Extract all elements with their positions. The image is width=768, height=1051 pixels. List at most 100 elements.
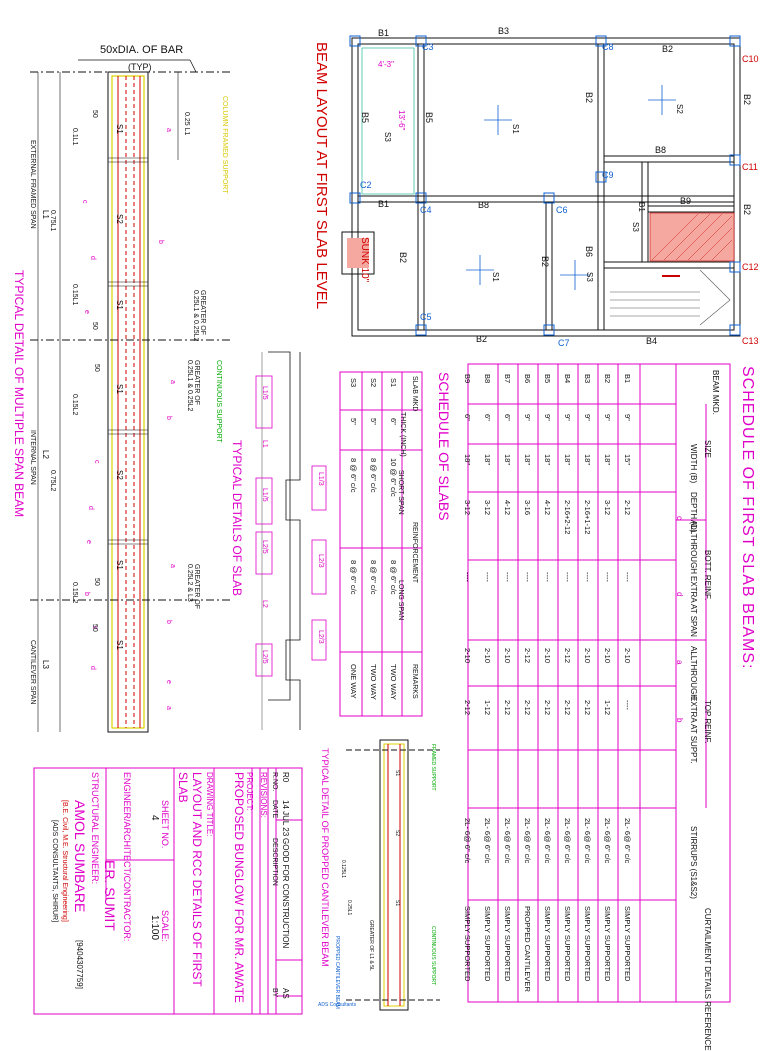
beam-row-b6-ref: PROPPED CANTILEVER: [523, 906, 532, 992]
beam-row-b1-ref: SIMPLY SUPPORTED: [623, 906, 632, 982]
beam-label-b2f: B2: [398, 252, 408, 264]
sunk-hatch-lines: [651, 213, 733, 261]
beam-row-b3-ref: SIMPLY SUPPORTED: [583, 906, 592, 982]
beam-row-b6-d: 18": [523, 454, 532, 466]
cont-support-note: CONTINUOUS SUPPORT: [215, 360, 222, 443]
beam-row-b6-mark: B6: [523, 374, 532, 384]
hdr-extra-span: EXTRA AT SPAN: [689, 576, 698, 637]
col-c5: C5: [420, 312, 432, 322]
multi-span-dims: [37, 72, 179, 732]
slab-row-s1-short: 10 @ 6" c/c: [389, 458, 398, 497]
propped-label: S2: [394, 830, 400, 837]
propped-label: PROPPED CANTILEVER BEAM: [334, 936, 340, 1009]
col-c13: C13: [742, 336, 759, 346]
beam-label-b2d: B2: [742, 94, 752, 106]
slab-row-s2-mark: S2: [369, 378, 378, 388]
beam-row-b9-top: 2-10: [463, 648, 472, 664]
dim-4-3: 4'-3": [378, 60, 394, 69]
slab-row-s3-thick: 5": [349, 418, 358, 425]
beam-row-b6-stir: 2L- 6@ 6" c/c: [523, 818, 532, 864]
beam-row-b7-ref: SIMPLY SUPPORTED: [503, 906, 512, 982]
firm: [ADS CONSULTANTS, SHIRUR]: [51, 820, 58, 923]
propped-cantilever-beam: [346, 739, 440, 1011]
beam-row-b3-stir: 2L- 6@ 6" c/c: [583, 818, 592, 864]
hdr-bott: BOTT. REINF.: [703, 550, 712, 601]
beam-label-b8b: B8: [478, 200, 490, 210]
beam-row-b7-ext: ----: [503, 572, 512, 582]
beam-label-b5b: B5: [424, 112, 434, 124]
multi-span-callout: a: [165, 128, 172, 132]
col-c2: C2: [360, 180, 372, 190]
propped-label: GREATER OF L1 & 5L: [368, 920, 374, 971]
beam-row-b8-stir: 2L- 6@ 6" c/c: [483, 818, 492, 864]
greater-note-3: GREATER OF 0.25L2 & L3: [186, 564, 200, 609]
bar-note: 50xDIA. OF BAR: [100, 44, 184, 56]
beam-label-b6: B6: [584, 246, 594, 258]
rev-head-desc: DESCRIPTION: [271, 838, 278, 886]
slab-mark-s1b: S1: [491, 272, 500, 282]
beam-row-b8-mark: B8: [483, 374, 492, 384]
slab-schedule-grid: [339, 371, 423, 717]
propped-label: S1: [394, 770, 400, 777]
col-c7: C7: [558, 338, 570, 348]
hdr-width: WIDTH (B): [689, 444, 698, 484]
multi-span-dim: 0.15L2: [71, 582, 78, 604]
propped-label: 0.25L1: [346, 900, 352, 916]
slab-mark-s1: S1: [511, 124, 520, 134]
slab-detail-label: L2: [261, 600, 268, 608]
sunk-legend-hatch: [347, 238, 369, 268]
slab-row-s3-short: 8 @ 6" c/c: [349, 458, 358, 493]
col-c12: C12: [742, 262, 759, 272]
beam-row-b8-ref: SIMPLY SUPPORTED: [483, 906, 492, 982]
beam-row-b5-bot: 4-12: [543, 500, 552, 516]
multi-span-callout: d: [89, 256, 96, 260]
beam-row-b4-ref: SIMPLY SUPPORTED: [563, 906, 572, 982]
beam-row-b7-mark: B7: [503, 374, 512, 384]
beam-row-b2-ref: SIMPLY SUPPORTED: [603, 906, 612, 982]
multi-span-dim: 0.75L2: [49, 470, 56, 492]
slab-detail-label: L1/3: [317, 472, 324, 486]
multi-span-callout: e: [83, 310, 90, 314]
col-c3: C3: [422, 42, 434, 52]
multi-span-stirrup-mark: S1: [115, 384, 124, 394]
beam-row-b1-bot: 2-12: [623, 500, 632, 516]
columns: [349, 35, 741, 336]
hdr-extra-supt: EXTRA AT SUPPT.: [689, 696, 698, 764]
multi-span-dim: 0.15L2: [71, 394, 78, 416]
slab-row-s3-mark: S3: [349, 378, 358, 388]
slab-row-s1-rem: TWO WAY: [389, 664, 398, 700]
beam-row-b8-top: 2-10: [483, 648, 492, 664]
slab-row-s1-mark: S1: [389, 378, 398, 388]
multi-span-dim: 0.25 L1: [183, 112, 190, 136]
beam-row-b3-ext: ----: [583, 572, 592, 582]
hdr-top: TOP REINF.: [703, 700, 712, 744]
multi-span-callout: d: [87, 506, 94, 510]
phone: [9404307759]: [75, 940, 84, 989]
slab-hdr-thick: THICK (INCH): [399, 412, 406, 457]
beam-row-b9-ref: SIMPLY SUPPORTED: [463, 906, 472, 982]
propped-label: S1: [394, 900, 400, 907]
multi-span-callout: b: [83, 592, 90, 596]
beam-row-b4-d: 18": [563, 454, 572, 466]
hdr-beam-mkd: BEAM MKD.: [711, 370, 720, 415]
greater-note-1: GREATER OF 0.25L1 & 0.25L2: [192, 290, 206, 342]
int-span-label: INTERNAL SPAN: [29, 430, 36, 485]
staircase: [610, 269, 731, 326]
beam-row-b1-mark: B1: [623, 374, 632, 384]
beam-layout-plan: [351, 37, 741, 337]
multi-span-lap-50: 50: [93, 364, 100, 372]
col-c9: C9: [602, 170, 614, 180]
slab-mark-s3a: S3: [383, 132, 392, 142]
slab-detail-title: TYPICAL DETAILS OF SLAB: [230, 440, 244, 597]
slab-hdr-remarks: REMARKS: [411, 664, 418, 699]
multi-span-lap-50: 50: [91, 110, 98, 118]
slab-hdr-long: LONG SPAN: [397, 580, 404, 621]
sheet-label: SHEET NO.: [160, 800, 170, 849]
project-name: PROPOSED BUNGLOW FOR MR. AWATE: [232, 772, 246, 1003]
beam-row-b5-ref: SIMPLY SUPPORTED: [543, 906, 552, 982]
col-c4: C4: [420, 205, 432, 215]
beam-row-b4-supt: 2-12: [563, 700, 572, 716]
rev-head-date: DATE: [271, 800, 278, 819]
rev-head-by: BY: [271, 988, 278, 998]
beam-row-b9-ext: ----: [463, 572, 472, 582]
